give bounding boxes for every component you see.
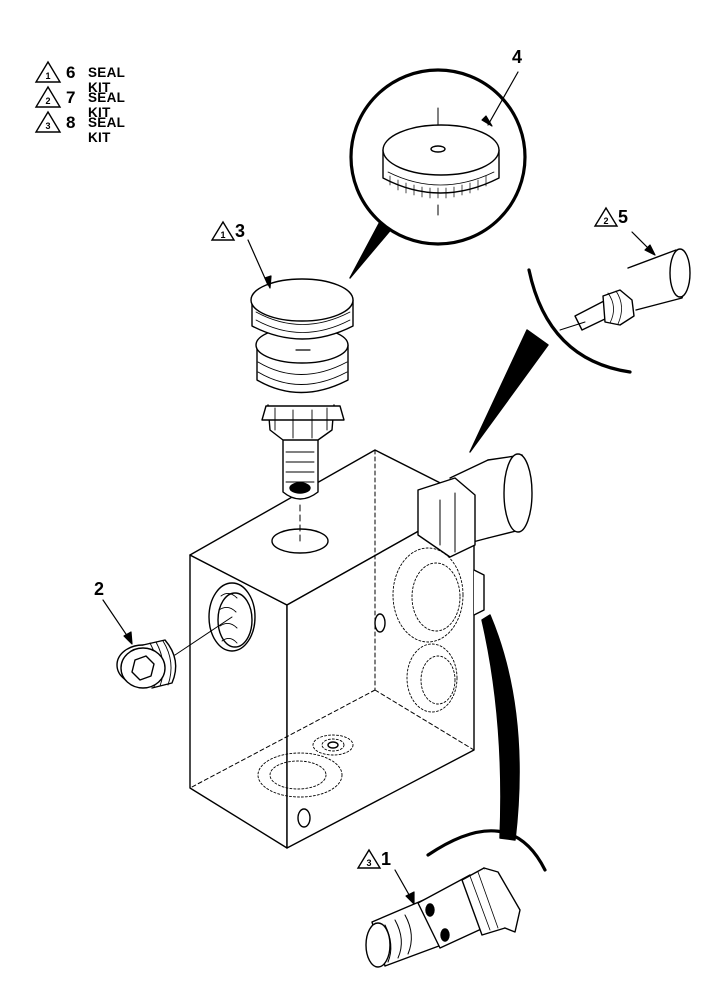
- detail-view-item-5: [469, 248, 691, 453]
- leader-3: [247, 239, 269, 286]
- note-triangle-icon: 1: [210, 220, 236, 241]
- relief-valve-cartridge: [250, 278, 354, 542]
- callout-number: 3: [235, 221, 246, 241]
- note-triangle-icon: 1: [34, 60, 62, 83]
- svg-text:3: 3: [45, 121, 50, 131]
- svg-text:3: 3: [366, 858, 371, 868]
- legend-item-label: SEAL KIT: [88, 65, 125, 95]
- note-triangle-icon: 3: [356, 848, 382, 869]
- plug-part: [116, 616, 233, 689]
- legend-item-number: 8: [66, 113, 76, 132]
- callout-number: 4: [512, 47, 523, 67]
- leader-lines: [102, 71, 656, 905]
- note-triangle-icon: 2: [34, 85, 62, 108]
- legend-item-label: SEAL KIT: [88, 90, 125, 120]
- front-port: [208, 582, 256, 652]
- installed-side-valve: [417, 453, 533, 616]
- detail-view-item-1: [365, 614, 547, 968]
- svg-text:2: 2: [45, 96, 50, 106]
- callout-number: 5: [618, 207, 629, 227]
- note-triangle-icon: 3: [34, 110, 62, 133]
- note-triangle-icon: 2: [593, 206, 619, 227]
- svg-text:1: 1: [220, 230, 225, 240]
- legend-item-label: SEAL KIT: [88, 115, 125, 145]
- leader-2: [102, 599, 131, 641]
- svg-text:2: 2: [603, 216, 608, 226]
- callout-number: 1: [381, 849, 392, 869]
- callout-number: 2: [94, 579, 105, 599]
- legend-item-number: 6: [66, 63, 76, 82]
- leader-4: [487, 71, 519, 126]
- svg-text:1: 1: [45, 71, 50, 81]
- detail-view-item-4: [349, 68, 527, 279]
- legend-item-number: 7: [66, 88, 76, 107]
- manifold-block: [189, 449, 475, 849]
